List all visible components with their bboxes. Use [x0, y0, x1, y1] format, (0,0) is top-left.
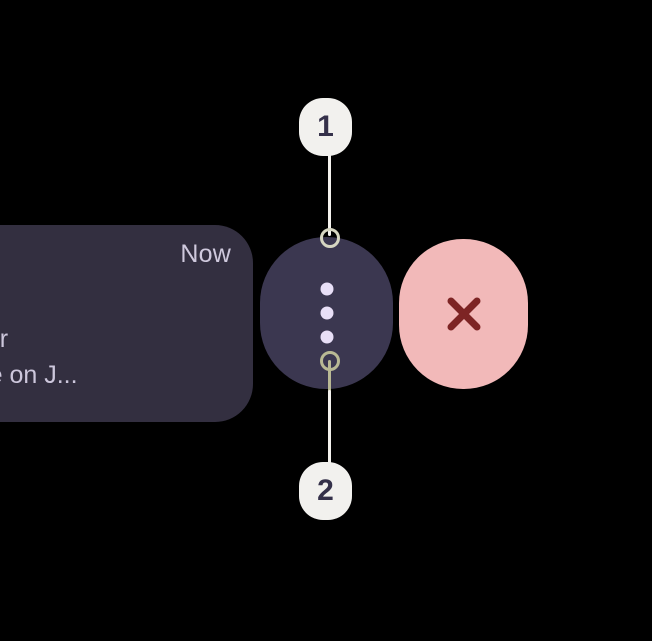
menu-dot — [320, 330, 333, 344]
annotation-anchor-point-1 — [320, 228, 340, 248]
notification-dismiss-button[interactable] — [399, 239, 528, 389]
notification-timestamp: Now — [180, 240, 231, 268]
menu-dot — [320, 282, 333, 296]
notification-card[interactable]: Now bank der: Your nt is due on J... — [0, 225, 253, 422]
annotation-connector-line-1 — [328, 152, 331, 236]
annotation-connector-line-2-outer — [328, 390, 331, 470]
overflow-menu-vertical-icon — [320, 282, 333, 344]
close-x-icon — [447, 297, 480, 331]
annotation-anchor-point-2 — [320, 351, 340, 371]
notification-message: der: Your nt is due on J... — [0, 321, 158, 393]
notification-message-line-2: nt is due on J... — [0, 361, 78, 389]
notification-message-line-1: der: Your — [0, 325, 9, 353]
annotation-step-badge-2: 2 — [299, 462, 352, 520]
annotation-connector-line-2-inner — [328, 360, 331, 392]
menu-dot — [320, 306, 333, 320]
annotation-step-badge-1: 1 — [299, 98, 352, 156]
